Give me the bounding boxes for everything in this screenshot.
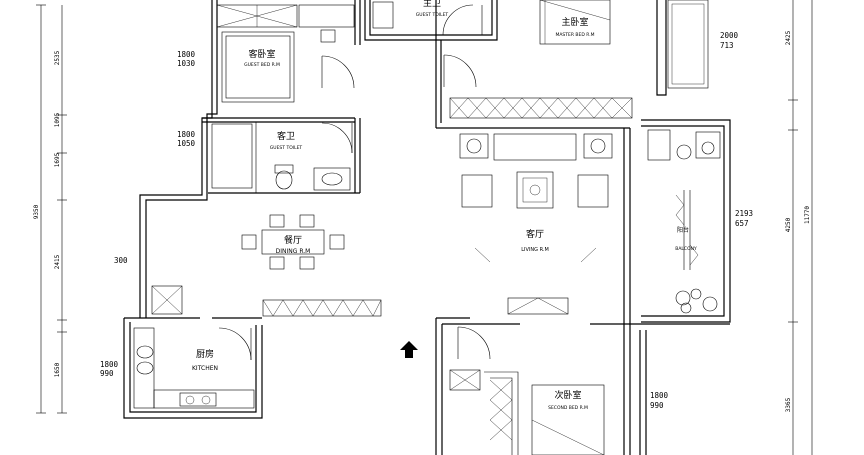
- room-name-master-bath: 主卫: [423, 0, 441, 9]
- entrance-arrow-icon: [400, 341, 418, 358]
- second-bedroom: 次卧室 SECOND BED R.M 1800 990: [449, 326, 669, 455]
- room-name-guest-bedroom: 客卧室: [248, 48, 275, 60]
- left-dimension-chain: 2535 1095 1695 9350 2415 1650: [33, 4, 67, 414]
- dim-left-2: 1095: [54, 112, 61, 127]
- room-label-master-bath: GUEST TOILET: [416, 12, 449, 18]
- right-dimension-chain: 2425 4250 11770 3365: [785, 0, 813, 455]
- dim-second-bed-top: 1800: [650, 391, 669, 400]
- dim-master-right-bottom: 713: [720, 41, 734, 50]
- living-room: 客厅 LIVING R.M: [459, 133, 613, 315]
- dim-left-5: 1650: [54, 362, 61, 377]
- room-label-living: LIVING R.M: [521, 247, 549, 253]
- master-bedroom: 主卧室 MASTER BED R.M 2000 713: [443, 0, 739, 119]
- room-label-second-bedroom: SECOND BED R.M: [548, 405, 588, 411]
- dim-master-right-top: 2000: [720, 31, 739, 40]
- dim-right-1: 2425: [785, 30, 792, 45]
- dim-guest-bed-bottom: 1030: [177, 59, 196, 68]
- dim-dining-left: 300: [114, 256, 128, 265]
- room-label-guest-bath: GUEST TOILET: [270, 145, 303, 151]
- dim-balcony-top: 2193: [735, 209, 753, 218]
- room-name-kitchen: 厨房: [196, 348, 214, 360]
- dim-second-bed-bottom: 990: [650, 401, 664, 410]
- left-room-dimensions: 1800 1030 1800 1050 1800 990: [100, 50, 196, 378]
- dining-room: 餐厅 DINING R.M 300: [114, 214, 382, 317]
- room-label-kitchen: KITCHEN: [192, 365, 218, 372]
- room-name-balcony: 阳台: [677, 226, 689, 234]
- balcony: 阳台 BALCONY 2193 657: [647, 129, 753, 314]
- dim-right-3: 11770: [804, 206, 811, 224]
- dim-kitchen-bottom: 990: [100, 369, 114, 378]
- dim-kitchen-top: 1800: [100, 360, 119, 369]
- dim-left-1: 2535: [54, 50, 61, 65]
- guest-bath: 客卫 GUEST TOILET: [211, 122, 353, 193]
- room-name-living: 客厅: [526, 228, 544, 240]
- kitchen: 厨房 KITCHEN: [133, 285, 255, 409]
- room-label-master-bedroom: MASTER BED R.M: [555, 32, 594, 38]
- dim-right-2: 4250: [785, 217, 792, 232]
- room-name-second-bedroom: 次卧室: [554, 389, 581, 401]
- room-name-master-bedroom: 主卧室: [561, 16, 588, 28]
- guest-bedroom: 客卧室 GUEST BED R.M: [216, 4, 355, 103]
- walls: [123, 0, 731, 455]
- dim-left-total: 9350: [33, 204, 40, 219]
- room-label-dining: DINING R.M: [276, 248, 311, 255]
- dim-guest-bath-bottom: 1050: [177, 139, 196, 148]
- dim-guest-bath-top: 1800: [177, 130, 196, 139]
- dim-balcony-bottom: 657: [735, 219, 749, 228]
- dim-left-4: 2415: [54, 254, 61, 269]
- dim-left-3: 1695: [54, 152, 61, 167]
- master-bath: 主卫 GUEST TOILET: [372, 0, 483, 36]
- dim-right-4: 3365: [785, 397, 792, 412]
- room-label-guest-bedroom: GUEST BED R.M: [244, 62, 280, 68]
- dim-guest-bed-top: 1800: [177, 50, 196, 59]
- room-name-dining: 餐厅: [284, 234, 302, 246]
- room-label-balcony: BALCONY: [675, 246, 697, 252]
- room-name-guest-bath: 客卫: [277, 130, 295, 142]
